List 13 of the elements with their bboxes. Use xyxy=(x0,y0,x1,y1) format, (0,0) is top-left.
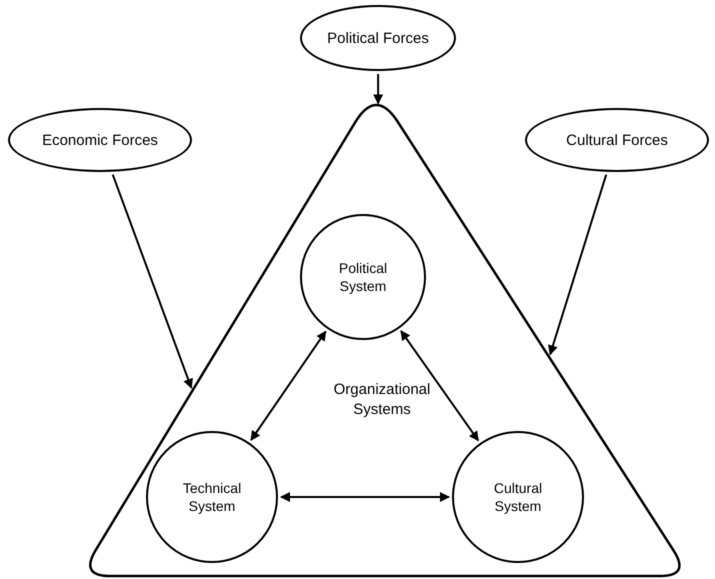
node-label: Political Forces xyxy=(327,28,429,48)
arrow xyxy=(400,330,480,442)
node-label: Political System xyxy=(338,259,388,295)
node-label: Cultural Forces xyxy=(566,130,668,150)
arrow xyxy=(250,330,326,441)
arrow xyxy=(280,492,450,502)
arrow xyxy=(373,74,384,104)
node-label: Cultural System xyxy=(492,479,544,515)
node-label: Organizational Systems xyxy=(332,380,432,420)
node-label: Technical System xyxy=(182,479,242,515)
arrow xyxy=(548,174,608,356)
node-label: Economic Forces xyxy=(42,130,158,150)
arrow xyxy=(112,174,193,389)
